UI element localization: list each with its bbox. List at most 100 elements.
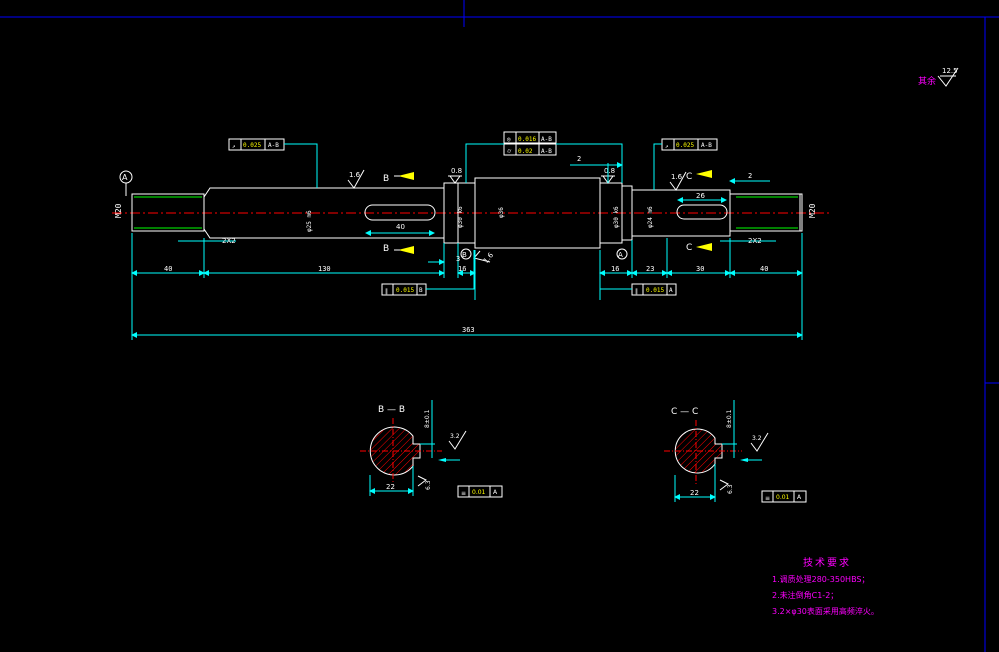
- technical-requirement-2: 2.未注倒角C1-2；: [772, 591, 839, 600]
- svg-text:B — B: B — B: [378, 405, 405, 415]
- svg-text:∥: ∥: [635, 288, 638, 295]
- svg-text:C: C: [686, 243, 692, 253]
- svg-text:A: A: [669, 287, 673, 294]
- dim-30: 30: [696, 265, 704, 273]
- svg-text:≡: ≡: [461, 490, 466, 497]
- thread-left-label: M20: [114, 203, 123, 218]
- svg-text:0.01: 0.01: [776, 494, 790, 501]
- datum-a-marker-right: A: [616, 248, 628, 260]
- svg-text:↗: ↗: [665, 143, 669, 150]
- datum-b-marker-left: B: [460, 248, 472, 260]
- svg-text:0.02: 0.02: [518, 148, 533, 155]
- svg-text:C: C: [686, 172, 692, 182]
- svg-text:0.015: 0.015: [646, 287, 664, 294]
- thread-right-label: M20: [808, 203, 817, 218]
- dim-2-top: 2: [577, 155, 581, 163]
- svg-text:8±0.1: 8±0.1: [726, 409, 733, 428]
- roughness-1-6-b: 1.6: [669, 171, 687, 191]
- svg-text:A: A: [797, 494, 802, 501]
- svg-text:0.8: 0.8: [451, 167, 462, 175]
- svg-text:22: 22: [690, 489, 699, 497]
- technical-requirements-title: 技术要求: [803, 558, 851, 569]
- svg-text:B: B: [462, 251, 467, 259]
- dim-23: 23: [646, 265, 654, 273]
- svg-text:◎: ◎: [507, 136, 511, 143]
- key-slot-left-length: 40: [396, 223, 405, 231]
- svg-text:2X2: 2X2: [222, 237, 236, 245]
- technical-requirement-3: 3.2×φ30表面采用高频淬火。: [772, 607, 879, 616]
- svg-text:6.3: 6.3: [727, 484, 734, 494]
- tolerance-frame-top-1: ◎ 0.016 A-B: [503, 131, 557, 144]
- chamfer-right: 2X2: [720, 237, 776, 245]
- dim-16-left: 16: [458, 265, 466, 273]
- svg-text:3.2: 3.2: [450, 433, 460, 440]
- svg-text:A: A: [493, 489, 498, 496]
- dim-363: 363: [462, 326, 475, 334]
- dim-40-left: 40: [164, 265, 172, 273]
- key-slot-left: [364, 204, 436, 221]
- svg-text:B: B: [383, 244, 389, 254]
- svg-text:2X2: 2X2: [748, 237, 762, 245]
- roughness-1-6-c: 1.6: [473, 250, 496, 265]
- svg-text:1.6: 1.6: [482, 251, 496, 265]
- svg-text:B: B: [383, 174, 389, 184]
- svg-text:6.3: 6.3: [425, 480, 432, 490]
- tolerance-frame-top-2: ⌭ 0.02 A-B: [465, 143, 623, 183]
- diameter-right-body: φ24 m6: [647, 206, 654, 228]
- svg-text:0.025: 0.025: [243, 142, 261, 149]
- svg-text:0.01: 0.01: [472, 489, 486, 496]
- tolerance-frame-section-b: ≡ 0.01 A: [457, 485, 503, 498]
- svg-text:≡: ≡: [765, 495, 770, 502]
- svg-text:C — C: C — C: [671, 407, 698, 417]
- diameter-bearing-right: φ30 k6: [613, 206, 620, 228]
- svg-text:8±0.1: 8±0.1: [424, 409, 431, 428]
- svg-text:A-B: A-B: [541, 136, 552, 143]
- roughness-1-6-a: 1.6: [347, 169, 365, 189]
- svg-text:0.8: 0.8: [604, 167, 615, 175]
- svg-text:A-B: A-B: [541, 148, 552, 155]
- svg-text:1.6: 1.6: [671, 173, 683, 181]
- dim-16-right: 16: [611, 265, 619, 273]
- roughness-other-value: 12.5: [942, 67, 958, 75]
- tolerance-frame-runout-right: ↗ 0.025 A-B: [653, 138, 718, 190]
- diameter-left-body: φ25 m6: [306, 210, 313, 232]
- section-cut-c-top: C: [686, 170, 712, 182]
- dimension-lines: [131, 162, 803, 340]
- svg-text:3.2: 3.2: [752, 435, 762, 442]
- roughness-0-8-a: 0.8: [448, 167, 462, 184]
- roughness-other: 其余 12.5: [918, 67, 959, 87]
- chamfer-left: 2X2: [178, 237, 236, 245]
- tolerance-frame-parallel-left: ∥ 0.015 B: [381, 250, 475, 296]
- shaft-outline: [131, 177, 803, 249]
- section-cut-b-top: B: [383, 172, 414, 184]
- svg-text:A-B: A-B: [701, 142, 712, 149]
- svg-text:A: A: [618, 251, 623, 259]
- roughness-other-label: 其余: [918, 75, 936, 87]
- key-slot-right: [676, 204, 728, 220]
- dim-130: 130: [318, 265, 331, 273]
- svg-text:∥: ∥: [385, 288, 388, 295]
- section-b-view: B — B 22 8±0.1 3.2 6.3: [360, 400, 467, 496]
- dim-2-right: 2: [748, 172, 752, 180]
- key-slot-right-length: 26: [696, 192, 705, 200]
- diameter-center: φ36: [498, 207, 505, 218]
- section-c-view: C — C 22 8±0.1 3.2 6.3: [664, 400, 769, 502]
- section-cut-b-bottom: B: [383, 244, 414, 254]
- svg-text:0.025: 0.025: [676, 142, 694, 149]
- dim-40-right: 40: [760, 265, 768, 273]
- svg-text:A: A: [122, 173, 128, 182]
- svg-text:1.6: 1.6: [349, 171, 361, 179]
- svg-text:22: 22: [386, 483, 395, 491]
- svg-text:B: B: [419, 287, 423, 294]
- technical-requirement-1: 1.调质处理280-350HBS；: [772, 575, 870, 584]
- svg-text:A-B: A-B: [268, 142, 279, 149]
- datum-a-marker: A: [119, 170, 133, 196]
- tolerance-frame-runout-left: ↗ 0.025 A-B: [228, 138, 318, 188]
- svg-text:⌭: ⌭: [507, 148, 512, 155]
- svg-text:0.015: 0.015: [396, 287, 414, 294]
- thread-lines: [134, 196, 798, 229]
- technical-requirements: 技术要求 1.调质处理280-350HBS； 2.未注倒角C1-2； 3.2×φ…: [772, 556, 892, 620]
- diameter-bearing-left: φ30 k6: [457, 206, 464, 228]
